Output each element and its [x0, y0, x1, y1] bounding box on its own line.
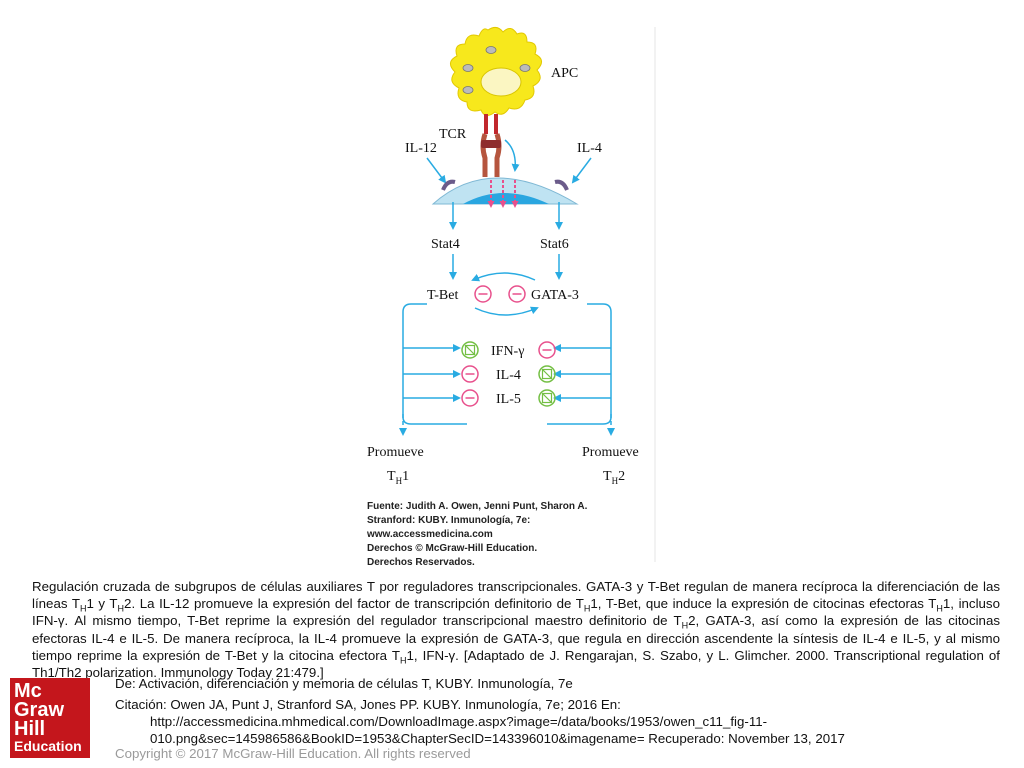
il12-label: IL-12 — [405, 141, 437, 156]
stat6-label: Stat6 — [540, 237, 569, 252]
minus-icon — [461, 365, 479, 383]
t-cell-shape — [431, 177, 579, 205]
source-line: Fuente: Judith A. Owen, Jenni Punt, Shar… — [367, 501, 588, 512]
induce-icon — [461, 341, 479, 359]
induce-icon — [538, 365, 556, 383]
tbet-inhibits-gata3-arrow — [474, 306, 539, 316]
il4-receptor — [554, 179, 569, 191]
figure-caption: Regulación cruzada de subgrupos de célul… — [32, 579, 1001, 681]
tcr-band — [481, 140, 501, 148]
source-line: Derechos © McGraw-Hill Education. — [367, 543, 537, 554]
tcr-signal-arrow — [504, 139, 520, 172]
source-line: Stranford: KUBY. Inmunología, 7e: — [367, 515, 530, 526]
apc-vesicle — [462, 86, 474, 94]
figure-source-credit: Fuente: Judith A. Owen, Jenni Punt, Shar… — [366, 501, 588, 567]
il4-label: IL-4 — [577, 141, 602, 156]
apc-nucleus — [480, 67, 522, 97]
logo-line: Mc — [14, 680, 42, 702]
th2-label: TH2 — [603, 469, 625, 486]
source-line: www.accessmedicina.com — [366, 529, 493, 540]
induce-icon — [538, 389, 556, 407]
apc-vesicle — [462, 64, 474, 72]
minus-icon — [461, 389, 479, 407]
minus-icon — [508, 285, 526, 303]
logo-line: Hill — [14, 718, 46, 740]
t-cell-nucleus — [463, 193, 549, 204]
logo-line: Education — [14, 738, 82, 754]
minus-icon — [538, 341, 556, 359]
th1-th2-regulation-diagram: APC TCR IL-12 IL-4 Stat4 Stat6 T-Bet GAT… — [366, 26, 656, 567]
cytokine-label-il5: IL-5 — [496, 392, 521, 407]
source-line: Derechos Reservados. — [367, 557, 475, 567]
apc-vesicle — [485, 46, 497, 54]
tcr-label: TCR — [439, 127, 467, 142]
citation-url-cont: 010.png&sec=145986586&BookID=1953&Chapte… — [150, 731, 845, 746]
logo-line: Graw — [14, 699, 65, 721]
tbet-label: T-Bet — [427, 288, 458, 303]
mhc-molecule — [484, 114, 498, 134]
il12-arrow — [426, 157, 447, 184]
il12-receptor — [441, 179, 456, 191]
gata3-inhibits-tbet-arrow — [471, 272, 536, 282]
promueve-th1-label: Promueve — [367, 445, 424, 460]
citation-source: De: Activación, diferenciación y memoria… — [115, 676, 573, 691]
cytokine-label-ifng: IFN-γ — [491, 344, 524, 359]
promueve-th2-label: Promueve — [582, 445, 639, 460]
il4-arrow — [571, 157, 592, 184]
apc-vesicle — [519, 64, 531, 72]
gata3-branch-lines — [547, 303, 612, 425]
gata3-label: GATA-3 — [531, 288, 579, 303]
mcgraw-hill-logo: Mc Graw Hill Education — [10, 678, 90, 758]
apc-label: APC — [551, 66, 578, 81]
tbet-branch-lines — [402, 303, 467, 425]
citation-line: Citación: Owen JA, Punt J, Stranford SA,… — [115, 697, 621, 712]
th1-label: TH1 — [387, 469, 409, 486]
minus-icon — [474, 285, 492, 303]
stat4-label: Stat4 — [431, 237, 460, 252]
citation-url[interactable]: http://accessmedicina.mhmedical.com/Down… — [150, 714, 768, 729]
copyright-notice: Copyright © 2017 McGraw-Hill Education. … — [115, 746, 471, 761]
cytokine-label-il4: IL-4 — [496, 368, 521, 383]
